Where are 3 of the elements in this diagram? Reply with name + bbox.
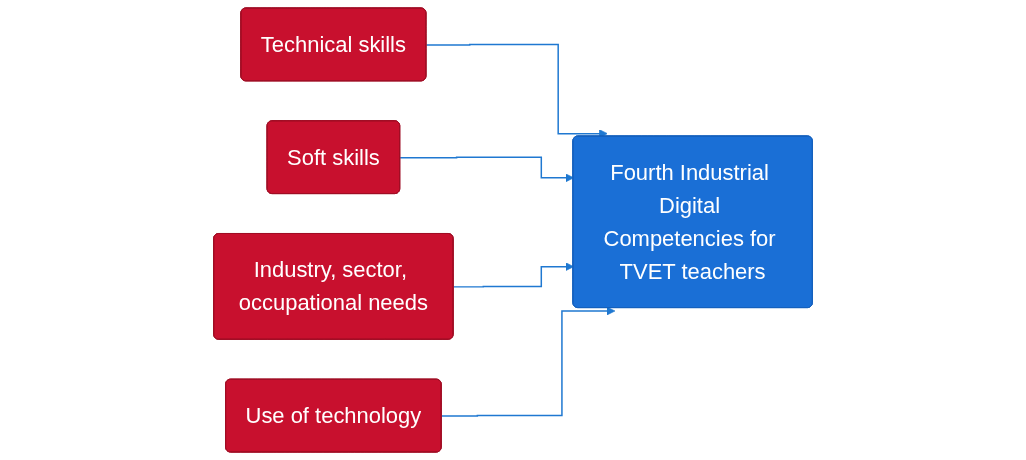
arrow xyxy=(440,306,616,417)
arrow xyxy=(399,156,574,183)
arrow xyxy=(452,262,574,288)
